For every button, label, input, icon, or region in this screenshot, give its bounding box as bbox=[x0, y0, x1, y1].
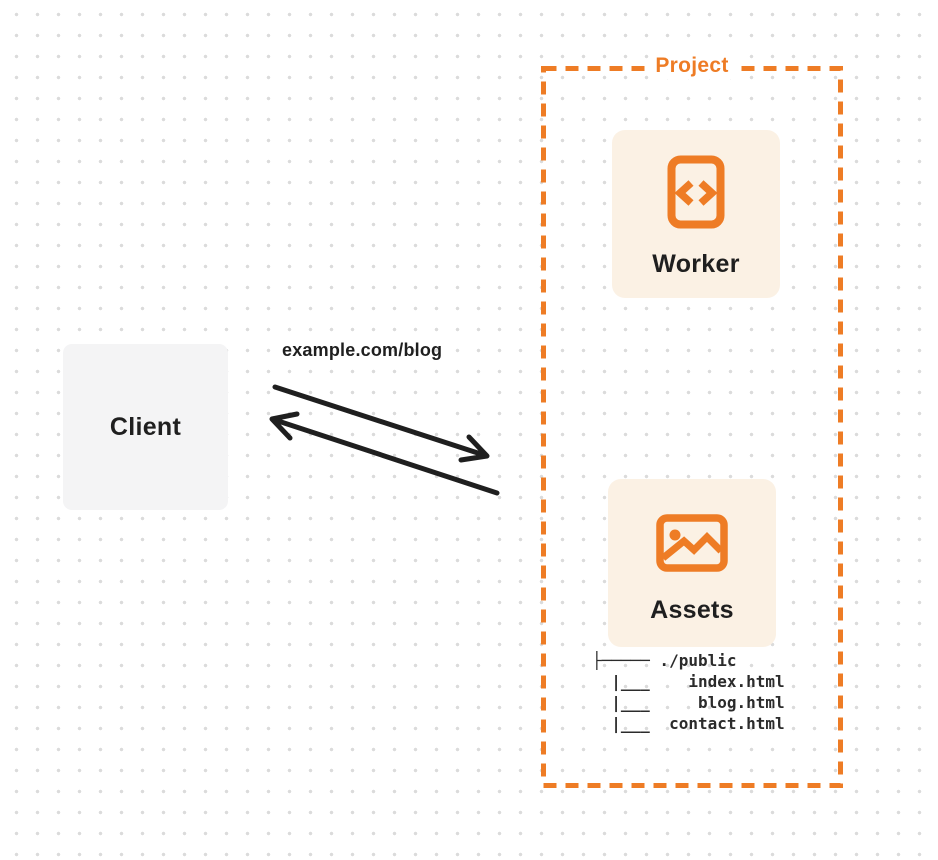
file-tree-line-blog: |___ blog.html bbox=[592, 693, 785, 712]
file-tree-line-contact: |___ contact.html bbox=[592, 714, 785, 733]
worker-label: Worker bbox=[652, 250, 740, 278]
worker-card: Worker bbox=[612, 130, 780, 298]
file-tree-line-index: |___ index.html bbox=[592, 672, 785, 691]
code-file-icon bbox=[667, 155, 725, 229]
response-arrow bbox=[269, 411, 500, 496]
client-label: Client bbox=[109, 412, 182, 441]
mountain-line bbox=[660, 532, 724, 561]
file-tree-line-public: ├───── ./public bbox=[592, 651, 737, 670]
assets-card: Assets bbox=[608, 479, 776, 647]
client-box: Client bbox=[63, 344, 228, 510]
file-tree: ├───── ./public |___ index.html |___ blo… bbox=[592, 650, 785, 734]
chevron-right-icon bbox=[698, 180, 718, 206]
project-container: Project Worker Assets ├───── ./public |_… bbox=[541, 52, 843, 788]
assets-label: Assets bbox=[650, 596, 734, 624]
request-arrow bbox=[272, 384, 490, 463]
chevron-left-icon bbox=[674, 180, 694, 206]
image-dot bbox=[669, 529, 681, 541]
request-url-label: example.com/blog bbox=[282, 340, 443, 360]
project-label: Project bbox=[650, 52, 734, 79]
image-icon bbox=[656, 514, 728, 572]
